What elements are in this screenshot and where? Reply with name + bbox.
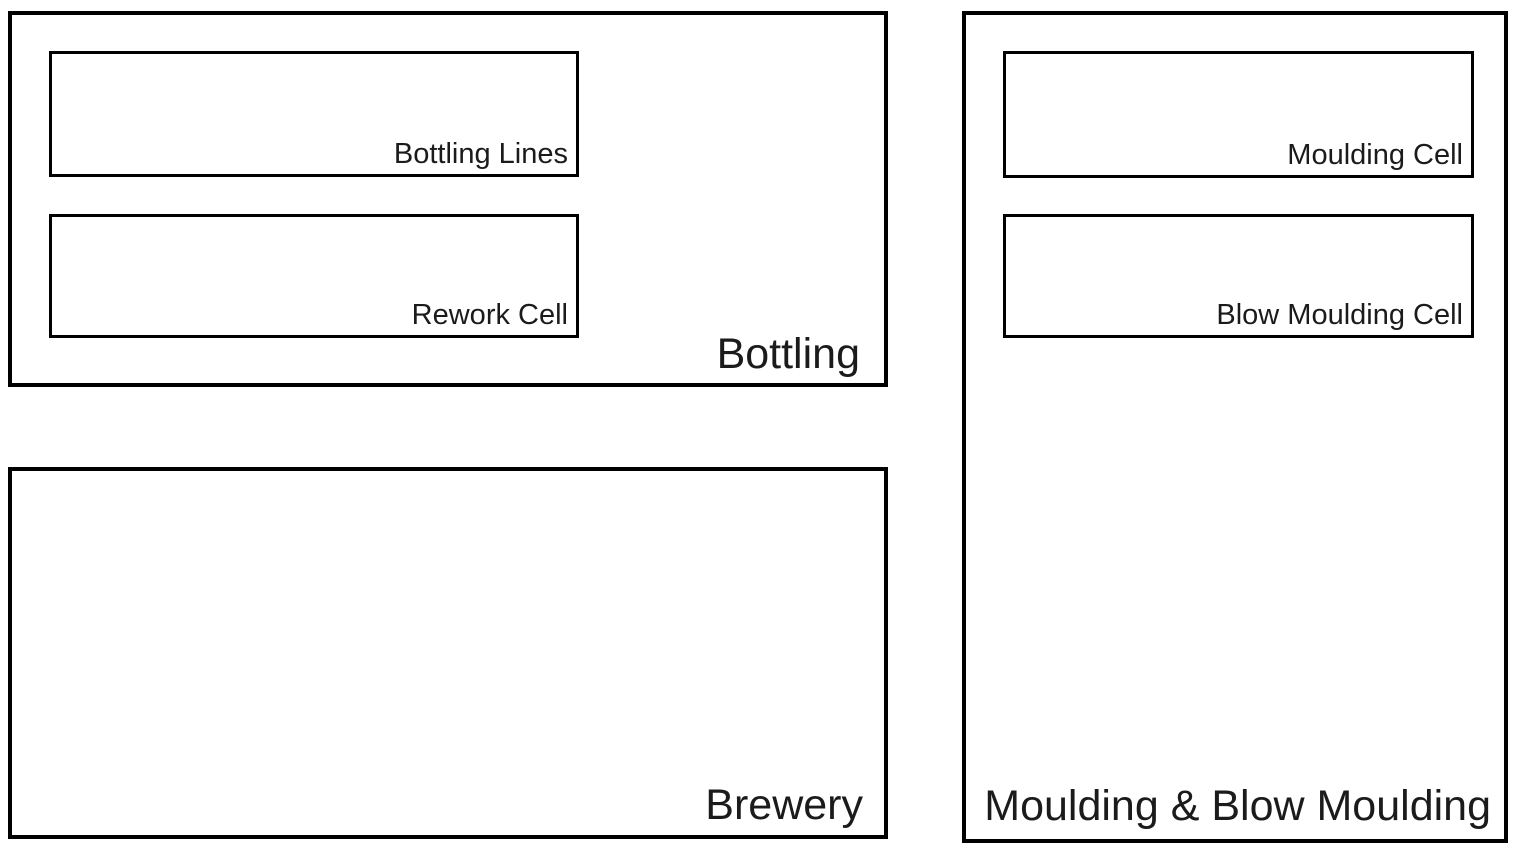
- cell-bottling-lines-label: Bottling Lines: [393, 137, 568, 170]
- cell-bottling-lines[interactable]: Bottling Lines: [49, 51, 579, 177]
- area-brewery[interactable]: Brewery: [8, 467, 888, 839]
- cell-rework-label: Rework Cell: [411, 298, 568, 331]
- cell-moulding-label: Moulding Cell: [1287, 138, 1463, 171]
- area-brewery-label: Brewery: [705, 780, 863, 829]
- cell-rework[interactable]: Rework Cell: [49, 214, 579, 338]
- area-moulding-blow-moulding[interactable]: Moulding Cell Blow Moulding Cell Mouldin…: [962, 11, 1508, 843]
- cell-moulding[interactable]: Moulding Cell: [1003, 51, 1474, 178]
- cell-blow-moulding[interactable]: Blow Moulding Cell: [1003, 214, 1474, 338]
- area-moulding-blow-moulding-label: Moulding & Blow Moulding: [984, 781, 1491, 830]
- cell-blow-moulding-label: Blow Moulding Cell: [1216, 298, 1463, 331]
- area-bottling[interactable]: Bottling Lines Rework Cell Bottling: [8, 11, 888, 387]
- area-bottling-label: Bottling: [716, 329, 860, 378]
